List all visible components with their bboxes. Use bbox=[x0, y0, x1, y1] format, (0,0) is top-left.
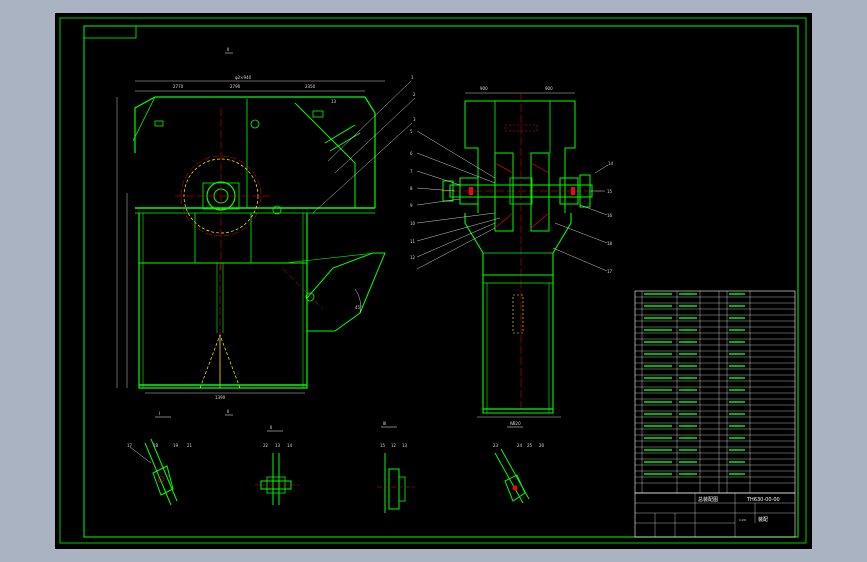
svg-text:14: 14 bbox=[608, 161, 614, 166]
svg-text:Ⅱ: Ⅱ bbox=[227, 409, 229, 414]
drawing-number: TH630-00-00 bbox=[746, 497, 780, 503]
svg-text:Ⅱ: Ⅱ bbox=[227, 47, 229, 52]
side-view: 900 900 820 bbox=[410, 86, 614, 426]
svg-text:45°: 45° bbox=[355, 305, 362, 310]
outer-frame bbox=[59, 17, 807, 544]
svg-text:1: 1 bbox=[411, 75, 414, 80]
svg-text:25: 25 bbox=[527, 443, 533, 448]
drawing-title: 总装配图 bbox=[698, 496, 718, 503]
svg-text:12: 12 bbox=[410, 255, 416, 260]
svg-text:9: 9 bbox=[410, 203, 413, 208]
inner-frame bbox=[83, 25, 799, 538]
svg-text:18: 18 bbox=[607, 241, 613, 246]
svg-text:Ⅳ: Ⅳ bbox=[510, 421, 514, 426]
svg-text:14: 14 bbox=[287, 443, 293, 448]
svg-text:1390: 1390 bbox=[215, 395, 226, 400]
svg-text:Ⅰ: Ⅰ bbox=[159, 411, 160, 416]
svg-text:13: 13 bbox=[402, 443, 408, 448]
svg-text:15: 15 bbox=[607, 189, 613, 194]
svg-text:13: 13 bbox=[331, 99, 337, 104]
svg-text:7: 7 bbox=[410, 169, 413, 174]
svg-text:2770: 2770 bbox=[173, 84, 184, 89]
svg-text:19: 19 bbox=[173, 443, 179, 448]
svg-text:900: 900 bbox=[545, 86, 553, 91]
svg-text:12: 12 bbox=[391, 443, 397, 448]
parts-list bbox=[634, 290, 796, 494]
section-details: 17 18 19 21 Ⅰ 22 13 14 Ⅱ 15 12 13 Ⅲ 23 2… bbox=[127, 411, 545, 513]
dim-overall-width: φ2×940 bbox=[235, 75, 252, 80]
svg-text:2350: 2350 bbox=[305, 84, 316, 89]
title-block: 总装配图 TH630-00-00 装配 1:20 bbox=[634, 492, 796, 538]
svg-text:20: 20 bbox=[539, 443, 545, 448]
svg-text:16: 16 bbox=[607, 213, 613, 218]
svg-text:18: 18 bbox=[153, 443, 159, 448]
material-note: 装配 bbox=[758, 516, 768, 523]
cad-drawing: φ2×940 2770 2790 2350 1390 bbox=[59, 17, 807, 544]
svg-text:11: 11 bbox=[410, 239, 416, 244]
svg-text:24: 24 bbox=[517, 443, 523, 448]
svg-text:820: 820 bbox=[513, 421, 521, 426]
svg-text:22: 22 bbox=[263, 443, 269, 448]
svg-text:Ⅲ: Ⅲ bbox=[383, 421, 386, 426]
svg-text:2: 2 bbox=[413, 92, 416, 97]
svg-text:Ⅱ: Ⅱ bbox=[270, 425, 272, 430]
svg-text:2790: 2790 bbox=[230, 84, 241, 89]
cad-viewport[interactable]: φ2×940 2770 2790 2350 1390 bbox=[55, 13, 812, 549]
svg-text:15: 15 bbox=[380, 443, 386, 448]
svg-text:10: 10 bbox=[410, 221, 416, 226]
svg-text:900: 900 bbox=[480, 86, 488, 91]
svg-text:13: 13 bbox=[275, 443, 281, 448]
corner-label-box bbox=[83, 25, 137, 39]
svg-text:17: 17 bbox=[127, 443, 133, 448]
svg-text:8: 8 bbox=[410, 186, 413, 191]
svg-text:3: 3 bbox=[413, 117, 416, 122]
svg-text:21: 21 bbox=[187, 443, 193, 448]
svg-text:23: 23 bbox=[493, 443, 499, 448]
svg-text:17: 17 bbox=[607, 269, 613, 274]
svg-text:5: 5 bbox=[410, 129, 413, 134]
svg-text:6: 6 bbox=[410, 151, 413, 156]
drawing-scale: 1:20 bbox=[739, 518, 746, 522]
front-view: φ2×940 2770 2790 2350 1390 bbox=[116, 47, 416, 416]
